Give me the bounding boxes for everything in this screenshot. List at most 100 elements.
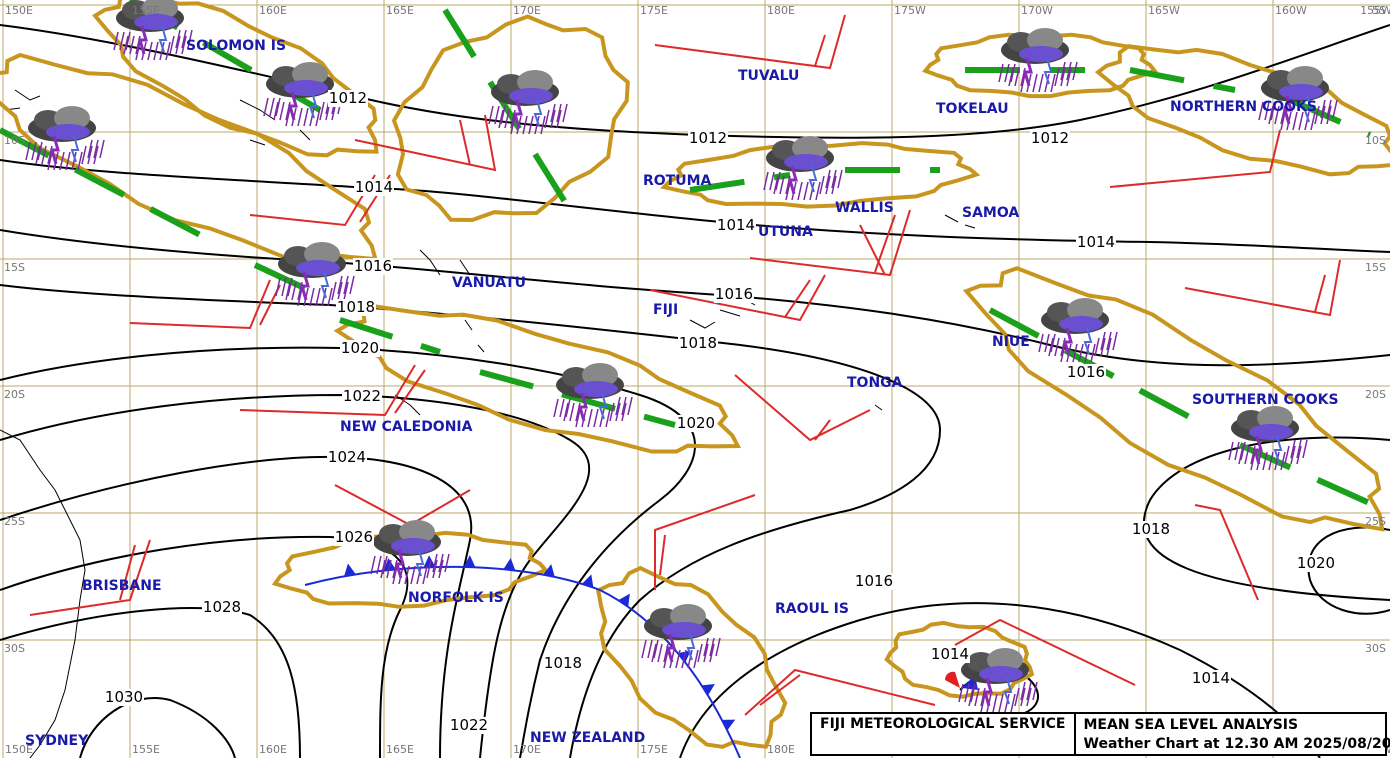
longitude-label-top: 170E [513, 4, 541, 17]
isobar-label-bg [449, 717, 489, 734]
isobar-label: 1020 [1297, 554, 1335, 572]
cloud-area-outline [595, 565, 788, 749]
isobar-label: 1014 [931, 645, 969, 663]
isobar-label-bg [202, 599, 242, 616]
isobar-label: 1030 [105, 688, 143, 706]
longitude-label-bottom: 175E [640, 743, 668, 756]
trough-segment [1129, 67, 1236, 93]
cloud-area-outline [0, 52, 379, 262]
thunderstorm-cloud-icon [998, 28, 1078, 93]
isobar-label: 1014 [355, 178, 393, 196]
wind-barb [734, 374, 871, 442]
thunderstorm-cloud-icon [958, 648, 1038, 713]
thunderstorm-cloud-icon [1228, 406, 1308, 471]
thunderstorm-cloud-icon [275, 242, 355, 307]
coastline [464, 319, 473, 331]
latitude-label-right: 25S [1365, 515, 1386, 528]
wind-barb [649, 274, 826, 322]
latitude-label-right: 30S [1365, 642, 1386, 655]
longitude-label-top: 175W [894, 4, 926, 17]
isobar-label: 1026 [335, 528, 373, 546]
longitude-label-top: 180E [767, 4, 795, 17]
isobar-label: 1016 [855, 572, 893, 590]
latitude-label-left: 20S [4, 388, 25, 401]
wind-barb [29, 539, 151, 616]
place-label: UTUNA [758, 224, 813, 240]
longitude-label-top: 155E [132, 4, 160, 17]
latitude-label-left: 10S [4, 134, 25, 147]
wind-barbs [29, 14, 1341, 716]
isobar-line [1143, 436, 1390, 601]
isobar-label-bg [340, 340, 380, 357]
coastline [964, 224, 976, 229]
thunderstorm-cloud-icon [553, 363, 633, 428]
latitude-label-right: 5S [1372, 4, 1386, 17]
place-label: NIUE [992, 334, 1030, 350]
coastline [249, 139, 266, 146]
thunderstorm-cloud-icon [370, 520, 450, 585]
place-label: NEW ZEALAND [530, 730, 645, 746]
cloud-area-outline [1094, 44, 1390, 177]
isobar-label: 1012 [329, 89, 367, 107]
warm-front-semicircle [944, 671, 960, 688]
thunderstorm-symbols [25, 0, 1338, 713]
isobar-label: 1012 [689, 129, 727, 147]
longitude-label-top: 160W [1275, 4, 1307, 17]
longitude-label-bottom: 165E [386, 743, 414, 756]
isobar-line [0, 159, 1390, 253]
cold-front-triangle [344, 563, 356, 577]
trough-segment [442, 8, 573, 212]
chart-info: MEAN SEA LEVEL ANALYSIS Weather Chart at… [1076, 714, 1390, 754]
isobar-label: 1018 [544, 654, 582, 672]
latitude-label-right: 10S [1365, 134, 1386, 147]
coastline [719, 309, 741, 317]
place-label: NEW CALEDONIA [340, 419, 473, 435]
isobar-label-bg [334, 529, 374, 546]
cold-front-triangle [503, 557, 516, 571]
isobar-label-bg [678, 335, 718, 352]
cloud-area-outline [271, 530, 549, 609]
place-label: FIJI [653, 302, 678, 318]
longitude-label-top: 165W [1148, 4, 1180, 17]
wind-barb [239, 364, 426, 417]
isobar-label-bg [1131, 521, 1171, 538]
isobar-label: 1018 [337, 298, 375, 316]
coastline [239, 99, 276, 121]
isobar-label-bg [1066, 364, 1106, 381]
isobar-label-bg [1076, 234, 1116, 251]
isobar-label: 1014 [717, 216, 755, 234]
place-label: BRISBANE [82, 578, 162, 594]
isobar-label: 1012 [1031, 129, 1069, 147]
thunderstorm-cloud-icon [25, 106, 105, 171]
longitude-label-top: 175E [640, 4, 668, 17]
isobar-label-bg [354, 179, 394, 196]
latitude-label-left: 25S [4, 515, 25, 528]
isobar-line [0, 455, 473, 758]
place-label: VANUATU [452, 275, 526, 291]
latitude-label-right: 20S [1365, 388, 1386, 401]
longitude-label-top: 155W [1360, 4, 1390, 17]
chart-legend: FIJI METEOROLOGICAL SERVICE MEAN SEA LEV… [810, 712, 1390, 756]
place-label: TOKELAU [936, 101, 1009, 117]
coastline [0, 429, 86, 758]
cloud-area-outline [922, 32, 1158, 99]
cold-front-triangle [463, 555, 476, 568]
isobars [0, 24, 1390, 758]
cold-front-triangle [581, 574, 594, 588]
thunderstorm-cloud-icon [1258, 66, 1338, 131]
isobar-label-bg [676, 415, 716, 432]
isobar-label-bg [336, 299, 376, 316]
isobar-label-bg [327, 449, 367, 466]
chart-time: Weather Chart at 12.30 AM 2025/08/20 [1083, 736, 1390, 752]
isobar-label: 1018 [679, 334, 717, 352]
isobar-label-bg [854, 573, 894, 590]
isobar-line [1307, 526, 1390, 615]
latitude-label-left: 30S [4, 642, 25, 655]
longitude-label-bottom: 170E [513, 743, 541, 756]
thunderstorm-cloud-icon [113, 0, 193, 61]
place-label: NORTHERN COOKS [1170, 99, 1317, 115]
latitude-label-left: 15S [4, 261, 25, 274]
